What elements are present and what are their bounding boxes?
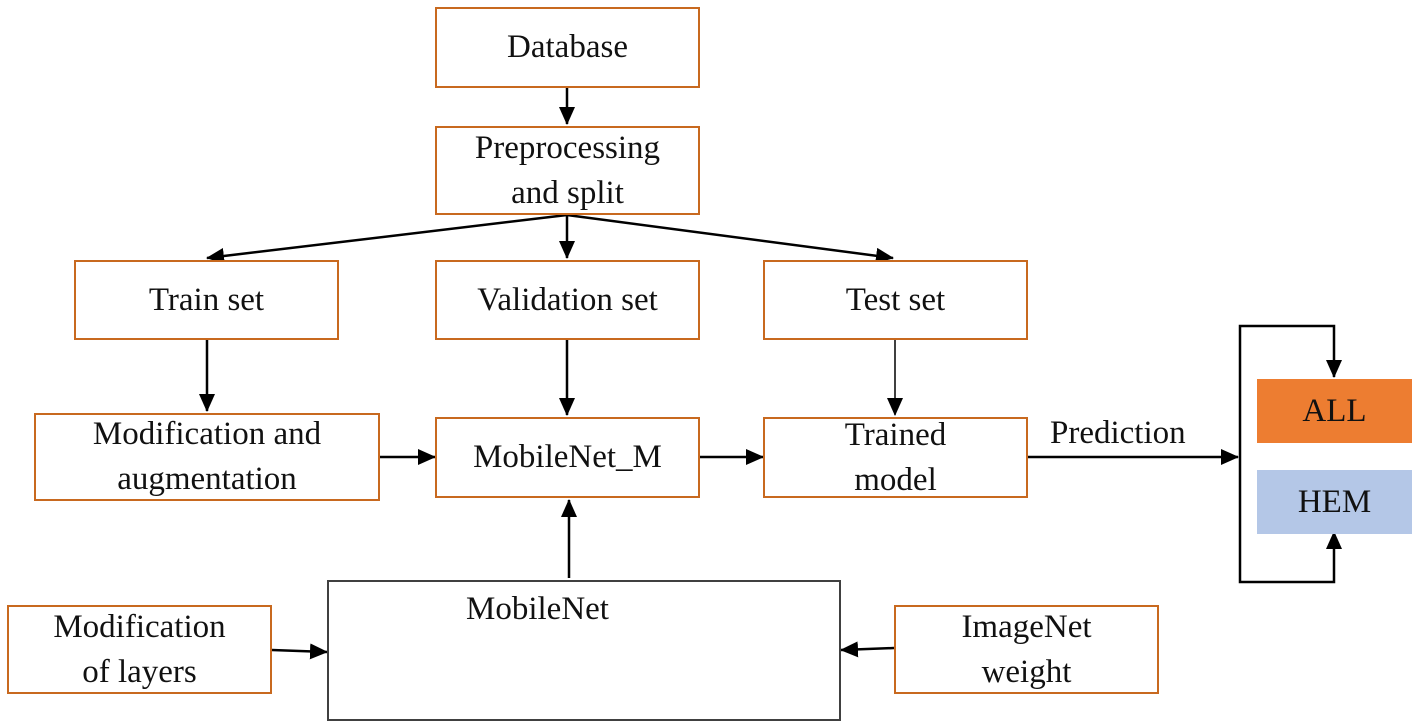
output-all-label: ALL — [1302, 392, 1367, 429]
modification-augmentation-line1: Modification and — [92, 416, 322, 453]
validation-set-node: Validation set — [435, 260, 700, 340]
database-node: Database — [435, 7, 700, 88]
imagenet-weight-node: ImageNet weight — [894, 605, 1159, 694]
train-set-label: Train set — [148, 281, 265, 318]
arrow-imagenet-to-mobilenet — [840, 641, 895, 658]
preprocessing-label-line1: Preprocessing — [474, 129, 661, 166]
bracket-to-hem — [1238, 457, 1342, 584]
modification-layers-line1: Modification — [53, 608, 226, 645]
modification-augmentation-node: Modification and augmentation — [34, 413, 380, 501]
preprocessing-node: Preprocessing and split — [435, 126, 700, 215]
arrow-preprocessing-to-test — [566, 213, 894, 264]
modification-augmentation-line2: augmentation — [117, 461, 297, 497]
trained-model-line1: Trained — [844, 416, 947, 453]
database-label: Database — [507, 29, 628, 66]
modification-layers-line2: of layers — [82, 653, 197, 690]
imagenet-weight-line1: ImageNet — [961, 608, 1092, 645]
trained-model-line2: model — [854, 461, 937, 498]
imagenet-weight-line2: weight — [981, 653, 1072, 690]
mobilenet-container — [327, 580, 841, 721]
test-set-node: Test set — [763, 260, 1028, 340]
output-all: ALL — [1257, 379, 1412, 443]
bracket-to-all — [1238, 324, 1342, 457]
prediction-label: Prediction — [1050, 415, 1186, 451]
mobilenet-m-node: MobileNet_M — [435, 417, 700, 498]
test-set-label: Test set — [845, 281, 946, 318]
train-set-node: Train set — [74, 260, 339, 340]
preprocessing-label-line2: and split — [511, 174, 624, 211]
output-hem-label: HEM — [1297, 483, 1372, 520]
modification-layers-node: Modification of layers — [7, 605, 272, 694]
mobilenet-m-label: MobileNet_M — [473, 439, 662, 476]
mobilenet-label: MobileNet — [466, 591, 609, 627]
trained-model-node: Trained model — [763, 417, 1028, 498]
validation-set-label: Validation set — [477, 281, 658, 318]
arrow-layers-to-mobilenet — [271, 643, 328, 660]
arrow-preprocessing-to-train — [206, 213, 568, 264]
output-hem: HEM — [1257, 470, 1412, 534]
